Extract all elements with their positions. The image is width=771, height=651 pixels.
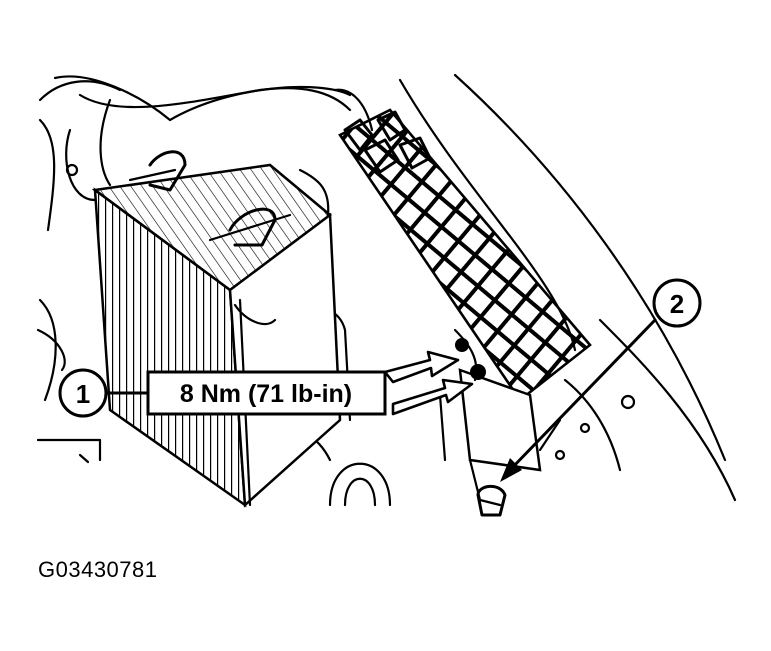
fasteners (65, 163, 636, 464)
callout-2-number: 2 (670, 289, 684, 319)
torque-spec-label: 8 Nm (71 lb-in) (180, 380, 352, 408)
control-module (91, 150, 342, 508)
figure-id-label: G03430781 (38, 557, 158, 582)
callout-1 (58, 338, 486, 418)
wire-harness (78, 87, 374, 132)
callout-1-number: 1 (76, 379, 90, 409)
connector-block (338, 108, 592, 517)
callout-2 (500, 278, 702, 482)
